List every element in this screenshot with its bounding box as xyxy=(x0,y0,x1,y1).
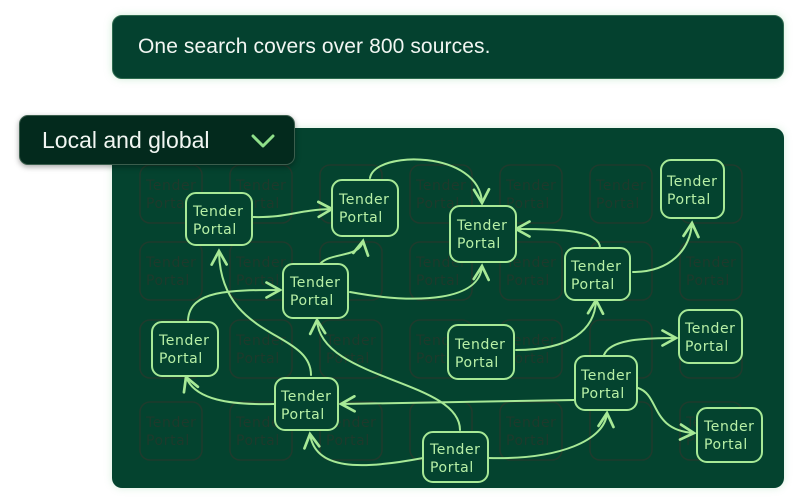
edge-L-J xyxy=(303,431,424,467)
svg-text:Tender: Tender xyxy=(429,442,481,458)
svg-text:Tender: Tender xyxy=(192,204,244,220)
edge-K-I xyxy=(603,329,679,356)
chevron-down-icon[interactable] xyxy=(250,131,276,156)
svg-text:Portal: Portal xyxy=(236,273,280,289)
svg-text:Portal: Portal xyxy=(159,351,203,367)
scope-dropdown-label: Local and global xyxy=(42,126,210,153)
svg-text:Portal: Portal xyxy=(416,273,460,289)
svg-text:Portal: Portal xyxy=(506,273,550,289)
edges xyxy=(182,158,700,467)
svg-text:Tender: Tender xyxy=(145,178,197,194)
svg-text:Portal: Portal xyxy=(290,293,334,309)
svg-text:Portal: Portal xyxy=(685,339,729,355)
edge-H-F xyxy=(515,297,605,351)
svg-text:Portal: Portal xyxy=(581,386,625,402)
svg-text:Tender: Tender xyxy=(505,178,557,194)
svg-text:Portal: Portal xyxy=(686,273,730,289)
edge-E-B xyxy=(319,238,370,265)
svg-text:Portal: Portal xyxy=(146,433,190,449)
svg-text:Portal: Portal xyxy=(146,273,190,289)
svg-text:Tender: Tender xyxy=(580,368,632,384)
info-banner: One search covers over 800 sources. xyxy=(112,15,784,79)
svg-text:Tender: Tender xyxy=(666,174,718,190)
edge-F-C xyxy=(513,220,601,249)
edge-L-K xyxy=(487,410,615,460)
svg-text:Tender: Tender xyxy=(595,178,647,194)
svg-text:Tender: Tender xyxy=(505,255,557,271)
svg-text:Portal: Portal xyxy=(416,196,460,212)
svg-text:Portal: Portal xyxy=(704,437,748,453)
svg-text:Portal: Portal xyxy=(596,196,640,212)
svg-text:Portal: Portal xyxy=(326,433,370,449)
svg-text:Tender: Tender xyxy=(338,192,390,208)
svg-text:Portal: Portal xyxy=(506,196,550,212)
svg-text:Tender: Tender xyxy=(505,333,557,349)
svg-text:Portal: Portal xyxy=(667,192,711,208)
svg-text:Portal: Portal xyxy=(571,277,615,293)
svg-text:Tender: Tender xyxy=(325,333,377,349)
edge-G-E xyxy=(187,281,283,321)
svg-text:Tender: Tender xyxy=(235,255,287,271)
svg-text:Portal: Portal xyxy=(236,433,280,449)
svg-text:Portal: Portal xyxy=(430,460,474,476)
svg-text:Tender: Tender xyxy=(684,321,736,337)
svg-text:Tender: Tender xyxy=(235,415,287,431)
svg-text:Tender: Tender xyxy=(145,255,197,271)
edge-E-C xyxy=(349,263,491,300)
svg-text:Tender: Tender xyxy=(158,333,210,349)
svg-text:Portal: Portal xyxy=(236,351,280,367)
svg-text:Tender: Tender xyxy=(570,259,622,275)
svg-text:Portal: Portal xyxy=(455,355,499,371)
svg-text:Tender: Tender xyxy=(235,333,287,349)
svg-text:Tender: Tender xyxy=(235,178,287,194)
svg-text:Tender: Tender xyxy=(145,415,197,431)
svg-text:Portal: Portal xyxy=(193,222,237,238)
edge-B-C xyxy=(369,158,491,206)
edge-J-A xyxy=(210,248,312,376)
scope-dropdown[interactable]: Local and global xyxy=(19,115,295,165)
svg-text:Tender: Tender xyxy=(280,389,332,405)
svg-text:Tender: Tender xyxy=(415,178,467,194)
svg-text:Tender: Tender xyxy=(289,275,341,291)
edge-F-D xyxy=(632,220,700,273)
svg-text:Tender: Tender xyxy=(685,255,737,271)
svg-text:Tender: Tender xyxy=(454,337,506,353)
edge-K-M xyxy=(637,387,697,441)
svg-text:Tender: Tender xyxy=(703,419,755,435)
svg-text:Tender: Tender xyxy=(505,415,557,431)
edge-K-E xyxy=(308,317,461,431)
banner-text: One search covers over 800 sources. xyxy=(138,35,491,58)
svg-text:Portal: Portal xyxy=(339,210,383,226)
svg-text:Portal: Portal xyxy=(281,407,325,423)
svg-text:Portal: Portal xyxy=(506,351,550,367)
svg-text:Portal: Portal xyxy=(457,236,501,252)
svg-text:Tender: Tender xyxy=(456,218,508,234)
edge-J-G xyxy=(182,374,275,406)
svg-text:Portal: Portal xyxy=(506,433,550,449)
edge-A-B xyxy=(251,200,335,219)
edge-K-J xyxy=(338,394,575,413)
svg-text:Portal: Portal xyxy=(146,196,190,212)
